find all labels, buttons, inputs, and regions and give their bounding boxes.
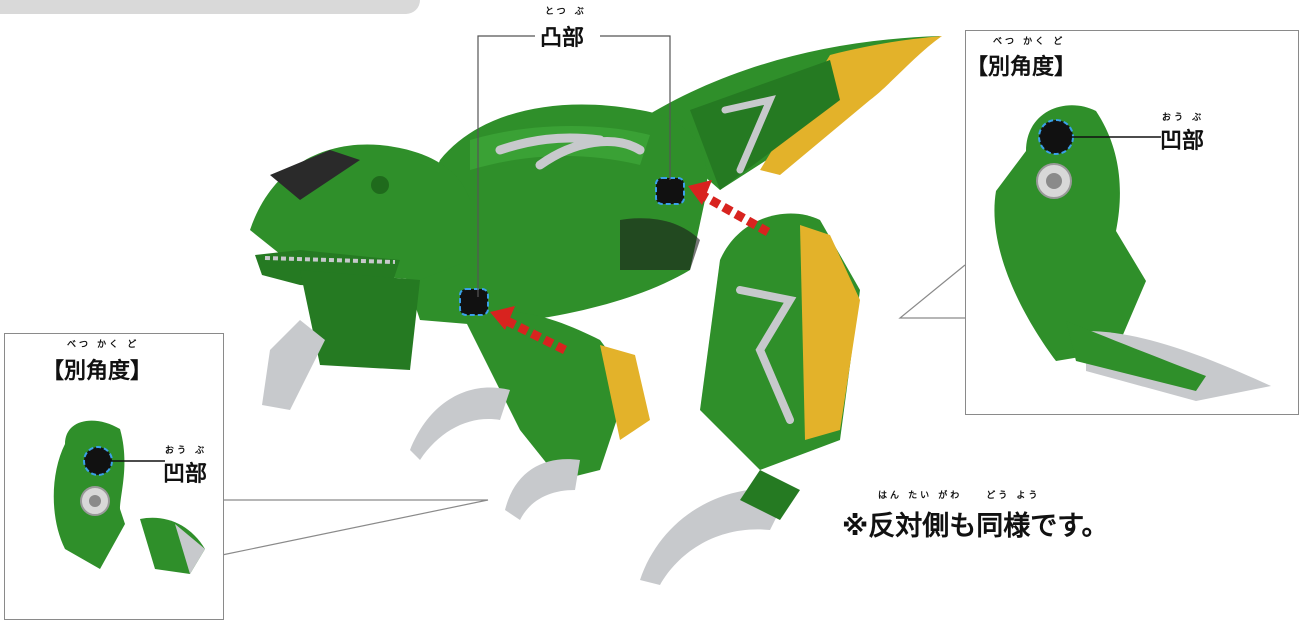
header-tab <box>0 0 420 14</box>
other-angle-left-ruby: べつ かく ど <box>67 340 140 350</box>
chest-block <box>300 270 420 370</box>
callout-pointer-left <box>221 499 489 556</box>
dino-head <box>250 144 470 290</box>
other-angle-right-ruby: べつ かく ど <box>993 37 1066 47</box>
convex-label: 凸部 <box>540 26 585 51</box>
leader-line-convex-right <box>600 35 671 180</box>
concave-right-label: 凹部 <box>1160 129 1205 154</box>
leader-line-convex-left <box>477 35 535 297</box>
front-leg <box>262 311 650 520</box>
detail-leg-image-left <box>53 420 205 574</box>
same-on-opposite-side-note: ※反対側も同様です。 <box>842 511 1109 542</box>
callout-other-angle-right <box>965 30 1299 415</box>
convex-label-ruby: とつ ぶ <box>545 7 587 17</box>
concave-right-ruby: おう ぶ <box>1162 113 1205 123</box>
concave-left-label: 凹部 <box>163 462 208 487</box>
detail-leg-image-right <box>994 105 1271 401</box>
arrow-right-icon <box>490 180 771 355</box>
dino-body <box>400 104 708 325</box>
tail <box>640 36 942 190</box>
note-ruby: はん たい がわ どう よう <box>878 491 1041 501</box>
callout-other-angle-left <box>4 333 224 620</box>
other-angle-left-label: 【別角度】 <box>42 359 153 384</box>
concave-left-ruby: おう ぶ <box>165 446 208 456</box>
rear-leg-detached <box>640 213 860 585</box>
joint-marker-icon <box>459 177 685 316</box>
callout-pointer-right <box>898 264 966 319</box>
other-angle-right-label: 【別角度】 <box>966 55 1077 80</box>
